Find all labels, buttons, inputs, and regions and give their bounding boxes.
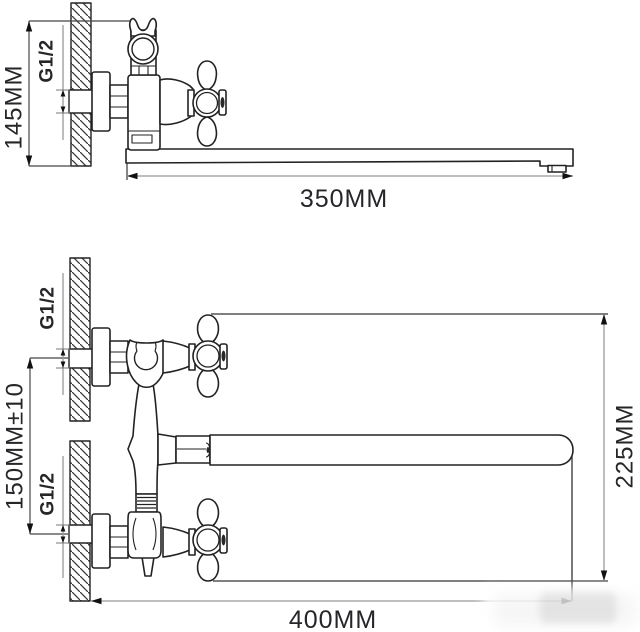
side-view-thread-label: G1/2 bbox=[37, 39, 58, 82]
front-view-upper-thread-callout: G1/2 bbox=[38, 273, 70, 395]
front-view-lower-thread-label: G1/2 bbox=[38, 472, 59, 515]
front-view-height-label: 225MM bbox=[612, 403, 639, 488]
dimension-150mm: 150MM±10 bbox=[2, 357, 68, 535]
front-view-inlet-spacing-label: 150MM±10 bbox=[2, 382, 29, 510]
side-view-thread-callout: G1/2 bbox=[37, 25, 70, 140]
dimension-400mm: 400MM bbox=[91, 456, 573, 632]
front-view-faucet bbox=[91, 314, 574, 582]
side-view-spout-length-label: 350MM bbox=[300, 185, 388, 213]
front-view-lower-thread-callout: G1/2 bbox=[38, 456, 70, 578]
front-view-width-label: 400MM bbox=[289, 606, 377, 632]
side-view-height-label: 145MM bbox=[1, 64, 28, 149]
side-view-wall-section bbox=[68, 2, 94, 167]
side-view-drawing: 145MM G1/2 350MM bbox=[1, 2, 574, 213]
front-view-upper-thread-label: G1/2 bbox=[38, 286, 59, 329]
dimension-225mm: 225MM bbox=[211, 313, 639, 582]
side-view-faucet bbox=[91, 17, 574, 173]
front-view-drawing: 150MM±10 G1/2 G1/2 225MM bbox=[2, 257, 639, 632]
front-view-wall-sections bbox=[68, 257, 94, 602]
dimension-145mm: 145MM bbox=[1, 20, 135, 167]
